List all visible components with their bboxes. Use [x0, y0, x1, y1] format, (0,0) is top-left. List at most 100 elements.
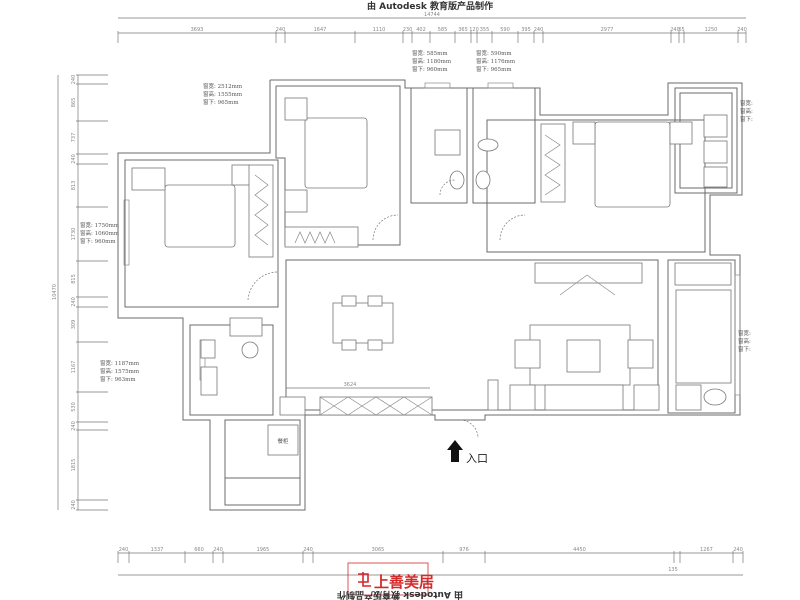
dim-label: 240	[276, 27, 286, 33]
dim-label: 1730	[71, 228, 77, 241]
bath-window-left	[424, 82, 451, 89]
dim-label: 355	[480, 27, 490, 33]
window-spec-storage: 窗下:	[738, 345, 751, 353]
kitchen-sink	[200, 366, 218, 396]
dim-label: 240	[733, 547, 743, 553]
dim-label: 976	[459, 547, 469, 553]
window-spec-kitchen: 窗宽: 1187mm	[100, 359, 140, 367]
bed-left	[164, 184, 236, 248]
window-spec-bath-left: 窗高: 1180mm	[412, 57, 452, 65]
dim-label: 865	[71, 98, 77, 108]
doors	[247, 179, 526, 439]
dim-label: 309	[71, 320, 77, 330]
dim-label: 813	[71, 181, 77, 191]
entrance-arrow-icon	[447, 440, 463, 462]
top-total-dim: 14744	[424, 12, 440, 18]
door-swing-master	[499, 214, 526, 241]
dim-label: 240	[303, 547, 313, 553]
logo-frame	[347, 562, 429, 596]
storage-cabinet	[674, 262, 732, 286]
window-spec-left-bedroom: 窗高: 1060mm	[80, 229, 120, 237]
window-spec-master-bedroom: 窗高: 1555mm	[203, 90, 243, 98]
door-swing-entry	[459, 419, 479, 439]
dim-label: 240	[71, 421, 77, 431]
wardrobe-left	[248, 164, 274, 258]
door-swing-bath	[439, 179, 456, 196]
dim-label: 1267	[700, 547, 713, 553]
window-spec-bath-right: 窗高: 1176mm	[476, 57, 516, 65]
tv-cabinet	[534, 262, 643, 284]
window-spec-balcony: 窗下:	[740, 115, 753, 123]
hanging-rack	[675, 289, 732, 384]
dim-label: 2977	[601, 27, 614, 33]
dining-chair	[341, 295, 357, 307]
dim-label: 590	[500, 27, 510, 33]
window-spec-balcony: 窗高:	[740, 107, 753, 115]
nightstand-middle	[284, 189, 308, 213]
dim-label: 1110	[373, 27, 386, 33]
watermark-bottom: 由 Autodesk 教育版产品制作	[337, 589, 463, 600]
dim-label: 585	[438, 27, 448, 33]
left-window	[123, 199, 130, 266]
kitchen-counter	[200, 339, 216, 359]
dim-label: 530	[71, 402, 77, 412]
window-spec-left-bedroom: 窗宽: 1750mm	[80, 221, 120, 229]
stove	[229, 317, 263, 337]
dim-label: 402	[416, 27, 426, 33]
sink-right	[475, 170, 491, 190]
dining-width-dim: 3624	[344, 382, 357, 388]
washing-machine	[675, 384, 702, 411]
dining-table	[332, 302, 394, 344]
furniture: 餐柜	[131, 97, 732, 456]
entrance-marker: 入口	[447, 440, 488, 465]
bath-window-right	[487, 82, 514, 89]
nightstand-middle-top	[284, 97, 308, 121]
dim-label: 1965	[257, 547, 270, 553]
armchair-left	[514, 339, 541, 369]
bath-tiles	[434, 129, 461, 156]
storage-window	[734, 274, 741, 396]
dim-label: 1815	[71, 459, 77, 472]
dim-label: 240	[71, 297, 77, 307]
window-spec-storage: 窗高:	[738, 337, 751, 345]
entry-shoe-rack	[487, 379, 499, 411]
logo-text: 上善美居	[374, 573, 434, 591]
nightstand-tv	[131, 167, 166, 191]
dim-label: 240	[737, 27, 747, 33]
dim-label: 240	[534, 27, 544, 33]
shoe-cabinet-left	[279, 396, 306, 416]
logo-mark-icon	[358, 572, 371, 587]
dim-label: 737	[71, 133, 77, 143]
window-spec-bath-right: 窗下: 965mm	[476, 65, 512, 73]
dim-label: 395	[521, 27, 531, 33]
dim-label: 1167	[71, 361, 77, 374]
dim-label: 1647	[314, 27, 327, 33]
coffee-table	[566, 339, 601, 373]
service-area	[224, 419, 301, 506]
dim-label: 1337	[151, 547, 164, 553]
dim-label: 240	[213, 547, 223, 553]
cook-figure	[241, 341, 259, 359]
utility-sink	[703, 388, 727, 406]
window-spec-kitchen: 窗下: 963mm	[100, 375, 136, 383]
master-wardrobe	[540, 123, 566, 203]
left-total-dim: 10470	[52, 284, 58, 300]
dining-chair	[367, 295, 383, 307]
sideboard-label: 餐柜	[277, 437, 289, 445]
dim-label: 815	[71, 274, 77, 284]
window-spec-master-bedroom: 窗下: 965mm	[203, 98, 239, 106]
window-spec-left-bedroom: 窗下: 960mm	[80, 237, 116, 245]
dim-label: 240	[670, 27, 680, 33]
watermark-top: 由 Autodesk 教育版产品制作	[367, 0, 493, 12]
side-table-left	[509, 384, 536, 411]
dim-label: 1250	[705, 27, 718, 33]
window-spec-bath-left: 窗宽: 585mm	[412, 49, 448, 57]
window-spec-bath-right: 窗宽: 590mm	[476, 49, 512, 57]
wardrobe-middle	[284, 226, 359, 248]
dim-label: 660	[194, 547, 204, 553]
dim-label: 3693	[191, 27, 204, 33]
